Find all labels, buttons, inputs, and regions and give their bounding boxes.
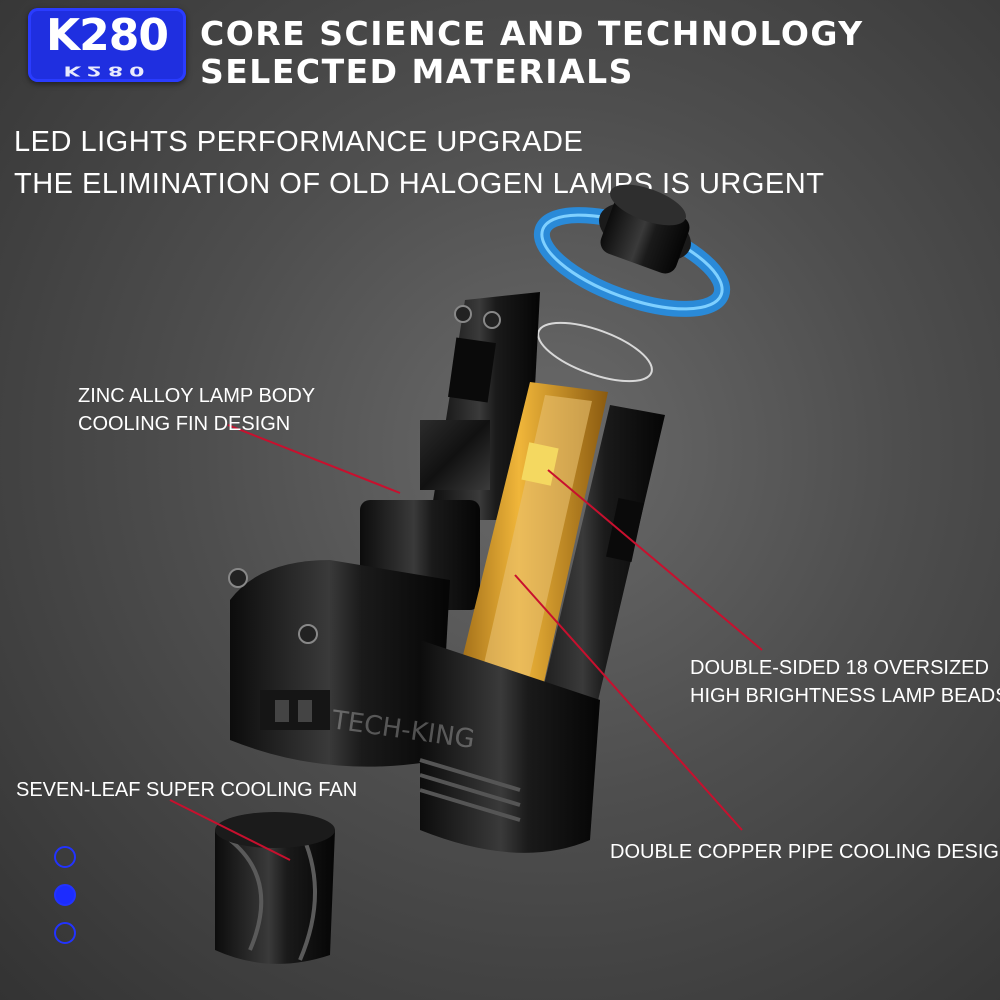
cooling-fin-base (419, 640, 600, 853)
callout-beads-line-1: DOUBLE-SIDED 18 OVERSIZED (690, 657, 989, 679)
seven-leaf-cooling-fan (215, 812, 335, 964)
carousel-dot-1[interactable] (54, 846, 76, 868)
callout-copper-pipe: DOUBLE COPPER PIPE COOLING DESIGN (610, 841, 1000, 863)
pointer-zinc-body (227, 424, 401, 494)
model-badge: K280 K280 (28, 8, 186, 82)
zinc-alloy-lamp-body (228, 292, 540, 767)
callout-zinc-alloy: ZINC ALLOY LAMP BODY COOLING FIN DESIGN (78, 382, 315, 438)
carousel-dot-3[interactable] (54, 922, 76, 944)
callout-pointers (169, 424, 763, 861)
headline-line-1: CORE SCIENCE AND TECHNOLOGY (200, 14, 864, 53)
carousel-dot-2-active[interactable] (54, 884, 76, 906)
pointer-copper-pipe (514, 574, 743, 831)
callout-cooling-fan: SEVEN-LEAF SUPER COOLING FAN (16, 779, 358, 801)
led-chip-array (521, 442, 559, 486)
subheadline-line-2: THE ELIMINATION OF OLD HALOGEN LAMPS IS … (14, 168, 825, 200)
blue-seal-ring (533, 184, 731, 317)
subheadline-line-1: LED LIGHTS PERFORMANCE UPGRADE (14, 126, 584, 158)
model-badge-text: K280 (46, 10, 169, 61)
pointer-lamp-beads (547, 469, 763, 651)
callout-zinc-line-1: ZINC ALLOY LAMP BODY (78, 385, 316, 407)
callout-beads-line-2: HIGH BRIGHTNESS LAMP BEADS (690, 685, 1000, 707)
callout-zinc-line-2: COOLING FIN DESIGN (78, 413, 291, 435)
pointer-fan (169, 799, 291, 861)
callout-lamp-beads: DOUBLE-SIDED 18 OVERSIZED HIGH BRIGHTNES… (690, 654, 1000, 710)
o-ring (537, 321, 653, 383)
headline-line-2: SELECTED MATERIALS (200, 52, 634, 91)
